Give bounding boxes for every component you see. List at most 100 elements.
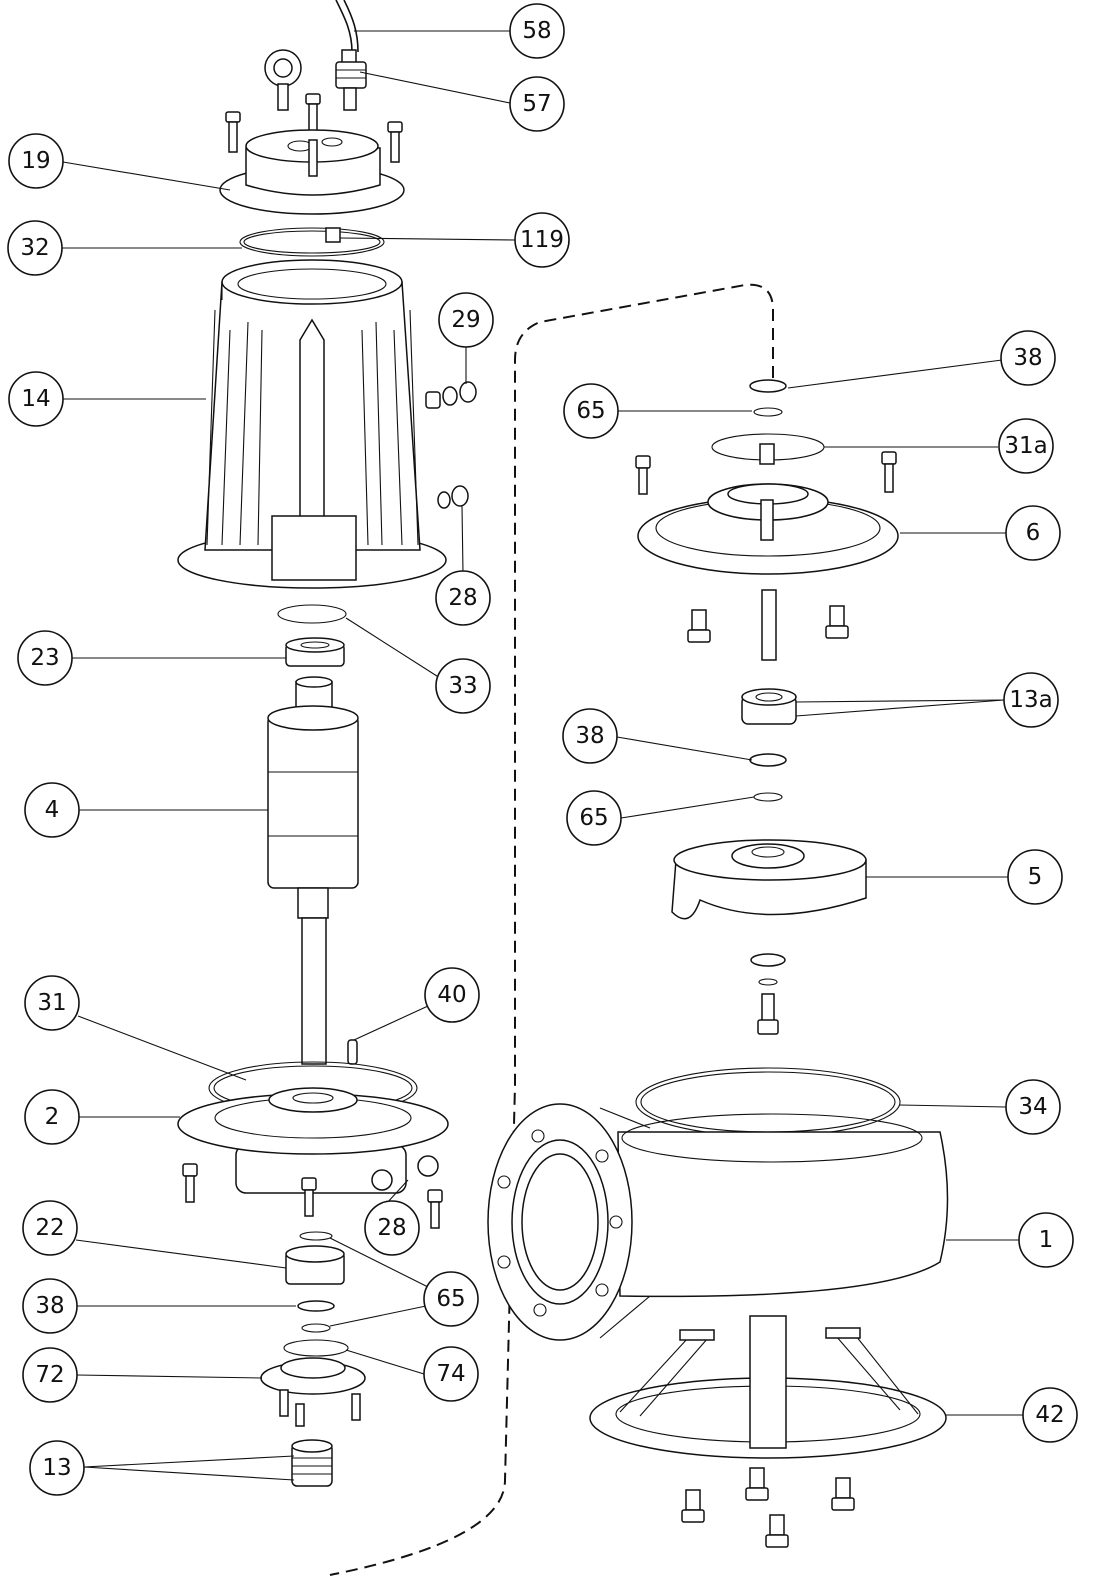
callout-label: 28 bbox=[377, 1215, 406, 1241]
callout-label: 38 bbox=[575, 723, 604, 749]
mechanical-seal-13a bbox=[741, 688, 797, 725]
top-cover bbox=[219, 129, 405, 215]
callout-5: 5 bbox=[1007, 849, 1063, 905]
callout-22: 22 bbox=[22, 1200, 78, 1256]
callout-1: 1 bbox=[1018, 1212, 1074, 1268]
callout-label: 38 bbox=[1013, 345, 1042, 371]
callout-72: 72 bbox=[22, 1347, 78, 1403]
callout-label: 4 bbox=[45, 797, 60, 823]
callout-31a: 31a bbox=[998, 418, 1054, 474]
callout-29: 29 bbox=[438, 292, 494, 348]
callout-40: 40 bbox=[424, 967, 480, 1023]
callout-58: 58 bbox=[509, 3, 565, 59]
cover-6-screws bbox=[635, 451, 897, 495]
callout-label: 58 bbox=[522, 18, 551, 44]
callout-label: 14 bbox=[21, 386, 50, 412]
callout-65-lower: 65 bbox=[423, 1271, 479, 1327]
callout-label: 32 bbox=[20, 235, 49, 261]
plug-119 bbox=[325, 227, 341, 243]
callout-57: 57 bbox=[509, 76, 565, 132]
callout-label: 65 bbox=[576, 398, 605, 424]
callout-33: 33 bbox=[435, 658, 491, 714]
callout-38-mid: 38 bbox=[562, 708, 618, 764]
callout-label: 22 bbox=[35, 1215, 64, 1241]
callout-label: 72 bbox=[35, 1362, 64, 1388]
base-stand bbox=[589, 1315, 947, 1459]
eye-bolt bbox=[264, 49, 302, 111]
pump-volute bbox=[487, 1103, 949, 1341]
callout-label: 57 bbox=[522, 91, 551, 117]
callout-42: 42 bbox=[1022, 1387, 1078, 1443]
callout-label: 31a bbox=[1004, 433, 1047, 459]
motor-housing bbox=[177, 259, 447, 589]
callout-23: 23 bbox=[17, 630, 73, 686]
bracket-bolts bbox=[182, 1163, 443, 1229]
ring-65-top bbox=[753, 407, 783, 417]
callout-31: 31 bbox=[24, 975, 80, 1031]
callout-13: 13 bbox=[29, 1440, 85, 1496]
callout-label: 65 bbox=[436, 1286, 465, 1312]
callout-label: 13 bbox=[42, 1455, 71, 1481]
callout-14: 14 bbox=[8, 371, 64, 427]
callout-19: 19 bbox=[8, 133, 64, 189]
ring-65-lower bbox=[301, 1323, 331, 1333]
callout-34: 34 bbox=[1005, 1079, 1061, 1135]
callout-119: 119 bbox=[514, 212, 570, 268]
seal-ring-65 bbox=[299, 1231, 333, 1241]
leader-lines bbox=[62, 30, 1024, 1481]
callout-6: 6 bbox=[1005, 505, 1061, 561]
bearing-23 bbox=[285, 637, 345, 667]
o-ring-32 bbox=[239, 227, 385, 257]
ring-65-mid bbox=[753, 792, 783, 802]
impeller bbox=[671, 839, 867, 920]
callout-label: 33 bbox=[448, 673, 477, 699]
drain-plug-28 bbox=[437, 485, 469, 509]
bearing-22 bbox=[285, 1245, 345, 1285]
assembly-dashed-path bbox=[329, 283, 774, 1576]
o-ring-74 bbox=[283, 1339, 349, 1357]
callout-label: 28 bbox=[448, 585, 477, 611]
callout-38-top: 38 bbox=[1000, 330, 1056, 386]
callout-label: 1 bbox=[1039, 1227, 1054, 1253]
callout-label: 19 bbox=[21, 148, 50, 174]
callout-label: 40 bbox=[437, 982, 466, 1008]
base-bolts bbox=[681, 1467, 855, 1548]
callout-4: 4 bbox=[24, 782, 80, 838]
bearing-bracket bbox=[177, 1087, 449, 1194]
impeller-washer bbox=[750, 953, 786, 967]
cover-screws bbox=[225, 93, 403, 163]
callout-label: 65 bbox=[579, 805, 608, 831]
callout-label: 23 bbox=[30, 645, 59, 671]
callout-label: 34 bbox=[1018, 1094, 1047, 1120]
callout-label: 29 bbox=[451, 307, 480, 333]
ring-38-lower bbox=[297, 1300, 335, 1312]
callout-label: 74 bbox=[436, 1361, 465, 1387]
callout-label: 5 bbox=[1028, 864, 1043, 890]
callout-65-mid: 65 bbox=[566, 790, 622, 846]
callout-label: 42 bbox=[1035, 1402, 1064, 1428]
motor-rotor bbox=[267, 676, 359, 1065]
cover-6-bolts bbox=[687, 589, 849, 661]
o-ring-34 bbox=[635, 1067, 901, 1137]
ring-38-mid bbox=[749, 753, 787, 767]
power-cable bbox=[335, 0, 359, 53]
mechanical-seal-13 bbox=[291, 1439, 333, 1487]
callout-label: 31 bbox=[37, 990, 66, 1016]
drain-plug-29 bbox=[425, 381, 477, 409]
callout-label: 38 bbox=[35, 1293, 64, 1319]
cable-gland bbox=[335, 49, 367, 111]
ring-38-top bbox=[749, 379, 787, 393]
callout-38-lower: 38 bbox=[22, 1278, 78, 1334]
callout-label: 2 bbox=[45, 1104, 60, 1130]
shaft-key bbox=[347, 1039, 358, 1065]
pump-cover bbox=[637, 443, 899, 575]
callout-label: 119 bbox=[520, 227, 564, 253]
callout-74: 74 bbox=[423, 1346, 479, 1402]
callout-label: 6 bbox=[1026, 520, 1041, 546]
callout-13a: 13a bbox=[1003, 672, 1059, 728]
impeller-bolt bbox=[757, 993, 779, 1035]
o-ring-33 bbox=[277, 604, 347, 624]
callout-28-lower: 28 bbox=[364, 1200, 420, 1256]
